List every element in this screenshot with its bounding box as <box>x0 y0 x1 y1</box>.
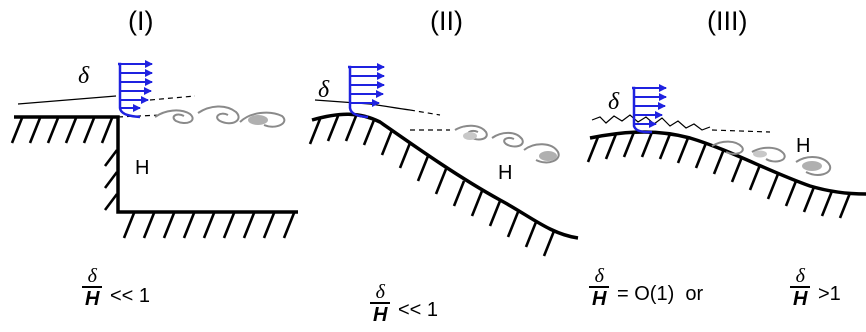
case-3-title: (III) <box>707 6 748 36</box>
case-2-ratio-relation: << 1 <box>398 299 439 321</box>
case-3-geometry <box>586 84 866 219</box>
case-1-wall <box>14 115 298 214</box>
case-1-wall-hatching <box>10 117 296 239</box>
case-3-vortices <box>711 140 832 176</box>
case-3-velocity-profile <box>632 84 667 134</box>
case-3-delta-label: δ <box>608 89 620 115</box>
case-1-delta-label: δ <box>78 63 90 89</box>
case-3-height-label: H <box>796 135 811 157</box>
case-3-alt-ratio-numerator: δ <box>795 265 805 287</box>
case-2-velocity-profile <box>348 63 385 119</box>
case-2-wall-hatching <box>308 115 556 257</box>
case-2-ratio-numerator: δ <box>375 281 385 303</box>
case-3-turbulent-edge <box>591 114 711 131</box>
case-3-alt-ratio-fraction: δ H <box>790 265 811 309</box>
case-3-ratio-relation: = O(1) or <box>617 283 704 305</box>
case-1-ratio-fraction: δ H <box>82 265 103 309</box>
case-1-ratio-relation: << 1 <box>110 285 151 307</box>
case-2-shear-layer-dashed <box>409 109 450 131</box>
case-1-ratio-numerator: δ <box>87 265 97 287</box>
case-2-height-label: H <box>498 162 513 184</box>
case-3-ratio-numerator: δ <box>594 265 604 287</box>
case-2-vortices <box>454 124 560 164</box>
case-3-alt-ratio-relation: >1 <box>818 283 841 305</box>
case-3-ratio-denominator: H <box>589 286 610 309</box>
case-1-velocity-profile <box>118 60 153 119</box>
case-1-height-label: H <box>135 157 150 179</box>
case-1-geometry <box>10 60 298 239</box>
case-2-title: (II) <box>430 6 463 36</box>
case-2-geometry <box>308 63 579 257</box>
case-2-wall <box>311 112 579 240</box>
case-2-ratio-denominator: H <box>370 302 391 325</box>
case-3-shear-layer-dashed <box>711 129 771 133</box>
case-1-title: (I) <box>128 6 154 36</box>
case-1-vortices <box>154 105 286 128</box>
case-1-ratio-denominator: H <box>82 286 103 309</box>
case-2-ratio-fraction: δ H <box>370 281 391 325</box>
case-2-boundary-layer-edge <box>314 99 411 111</box>
case-3-ratio-fraction: δ H <box>589 265 610 309</box>
case-1-boundary-layer-edge <box>17 95 117 105</box>
case-3-wall-hatching <box>586 131 852 219</box>
case-3-alt-ratio-denominator: H <box>790 286 811 309</box>
case-2-delta-label: δ <box>318 77 330 103</box>
